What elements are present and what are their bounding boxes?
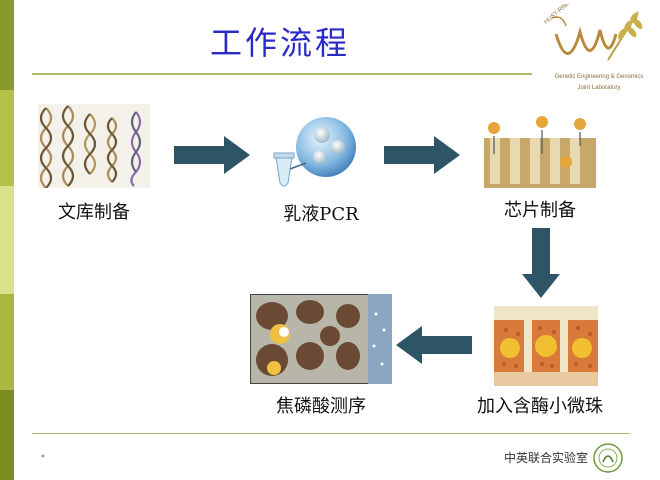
arrow-right-icon <box>384 136 460 174</box>
arrow-left-icon <box>396 326 472 364</box>
logo-caption-line2: Joint Laboratory <box>577 85 621 91</box>
sidebar-segment <box>0 0 14 90</box>
step-label-enzyme-beads: 加入含酶小微珠 <box>477 396 603 417</box>
logo-caption-line1: Genetic Engineering & Genomics <box>554 74 644 80</box>
sidebar-segment <box>0 390 14 480</box>
arrow-right-icon <box>174 136 250 174</box>
sidebar-segment <box>0 90 14 186</box>
lab-logo: HUST-RRes <box>538 4 648 74</box>
arrow-down-icon <box>522 228 560 298</box>
sidebar-stripe <box>0 0 14 480</box>
pyrosequencing-image <box>250 294 392 384</box>
sidebar-segment <box>0 294 14 390</box>
footer-bullet: • <box>40 452 46 463</box>
step-label-chip-prep: 芯片制备 <box>504 200 576 221</box>
library-prep-image <box>38 104 150 188</box>
step-label-emulsion-pcr: 乳液PCR <box>283 204 359 225</box>
slide-title: 工作流程 <box>210 24 351 62</box>
logo-mark-text: HUST-RRes <box>543 4 572 26</box>
enzyme-beads-image <box>494 306 598 386</box>
sidebar-segment <box>0 186 14 294</box>
footer-org-name: 中英联合实验室 <box>503 451 588 465</box>
footer-rule <box>32 433 630 434</box>
step-label-library-prep: 文库制备 <box>58 202 130 223</box>
chip-prep-image <box>480 110 600 192</box>
lab-seal-icon <box>592 442 624 474</box>
title-rule <box>32 73 532 75</box>
step-label-pyrosequencing: 焦磷酸测序 <box>276 396 366 417</box>
emulsion-pcr-image <box>266 113 376 191</box>
logo-caption: Genetic Engineering & Genomics Joint Lab… <box>540 72 658 94</box>
